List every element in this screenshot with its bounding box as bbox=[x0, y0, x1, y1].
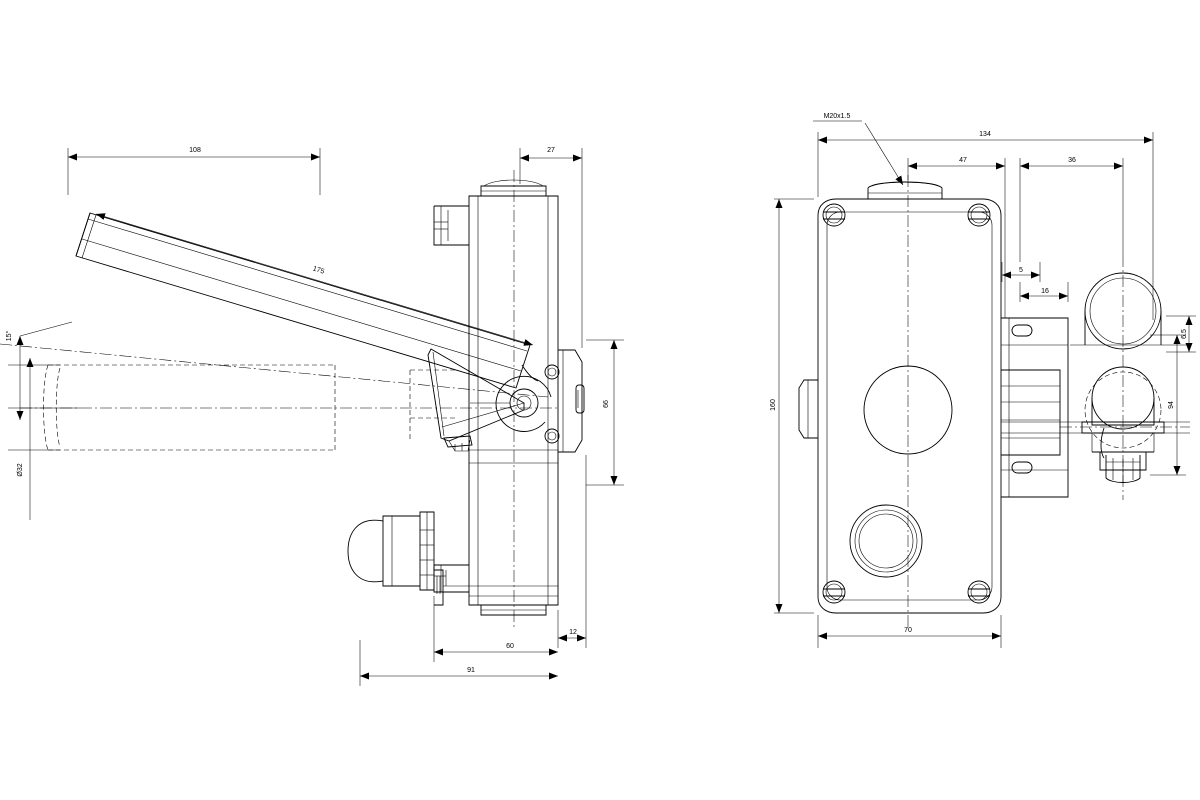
front-thread-boss bbox=[868, 182, 942, 199]
side-cable-gland bbox=[348, 512, 443, 605]
dim-label-len-175: 175 bbox=[312, 266, 325, 276]
front-left-lug bbox=[799, 380, 818, 438]
front-view-dimensions bbox=[774, 120, 1196, 648]
dim-label-height-66: 66 bbox=[603, 400, 610, 408]
front-view-geometry bbox=[799, 175, 1190, 630]
dim-label-len-36: 36 bbox=[1068, 157, 1076, 164]
front-corner-screws bbox=[823, 204, 990, 603]
dim-label-len-5: 5 bbox=[1019, 267, 1023, 274]
side-pivot-hub bbox=[470, 376, 551, 431]
dim-label-len-108: 108 bbox=[189, 147, 201, 154]
front-cable-entry bbox=[850, 505, 922, 577]
side-lower-ledge bbox=[443, 449, 558, 597]
dim-label-len-47: 47 bbox=[959, 157, 967, 164]
side-lever-arm bbox=[428, 349, 524, 452]
side-hidden-cylinder bbox=[43, 364, 455, 451]
side-view-dimensions bbox=[8, 148, 624, 686]
dim-label-dia-32: Ø32 bbox=[17, 463, 24, 476]
side-handle-centerline bbox=[0, 343, 549, 398]
dim-label-width-70: 70 bbox=[904, 627, 912, 634]
front-body-outline bbox=[818, 199, 1001, 613]
side-view-geometry bbox=[0, 170, 584, 630]
side-pivot-housing bbox=[545, 350, 584, 452]
dim-label-angle-15: 15° bbox=[5, 331, 13, 342]
dim-label-len-134: 134 bbox=[979, 131, 991, 138]
dim-label-len-16: 16 bbox=[1041, 288, 1049, 295]
dim-label-len-12: 12 bbox=[569, 629, 577, 636]
dim-label-len-91: 91 bbox=[467, 667, 475, 674]
side-body-outline bbox=[469, 179, 558, 615]
dimension-labels: 108 175 15° Ø32 27 66 12 60 91 M20x1.5 1… bbox=[5, 113, 1188, 674]
front-right-bracket bbox=[1001, 318, 1068, 497]
dim-label-height-160: 160 bbox=[770, 399, 777, 411]
dim-label-height-94: 94 bbox=[1168, 401, 1175, 409]
dim-label-len-6p5: 6.5 bbox=[1181, 329, 1188, 339]
dim-label-width-27: 27 bbox=[547, 147, 555, 154]
dim-label-len-60: 60 bbox=[506, 643, 514, 650]
dim-label-thread-m20: M20x1.5 bbox=[824, 113, 851, 120]
